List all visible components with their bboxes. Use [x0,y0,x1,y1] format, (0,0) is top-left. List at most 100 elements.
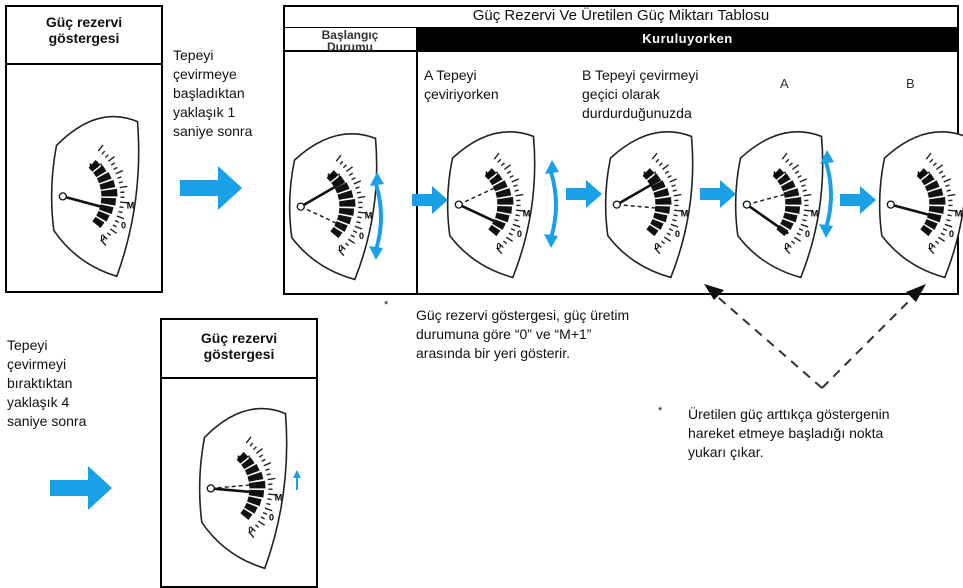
gauge-scale-label: M+1 [773,172,787,179]
label-b-line: B Tepeyi çevirmeyi [582,66,698,85]
label-b-line: durdurduğunuzda [582,104,698,123]
gauge-scale-label: 0 [249,526,254,535]
note2-line: yukarı çıkar. [688,443,958,462]
double-arrow-icon [818,150,842,240]
left-panel-header-divider [5,63,163,65]
gauge-scale-label: M [275,492,283,502]
gauge-scale-label: 0 [517,229,522,239]
note2-text: Üretilen güç arttıkça göstergenin hareke… [688,405,958,462]
left-panel-title-line2: göstergesi [5,30,163,46]
gauge-scale-label: 0 [675,229,680,239]
step2-line: saniye sonra [7,412,117,431]
gauge-tick [515,190,519,191]
big-right-arrow-icon [50,466,120,510]
gauge-scale-label: 0 [339,244,344,253]
gauge-pivot [297,203,304,210]
gauge-tick [947,190,951,191]
note1-line: durumuna göre “0” ve “M+1” [416,325,716,344]
gauge-tick [119,207,123,208]
gauge-scale-label: 0 [269,513,274,523]
step2-line: yaklaşık 4 [7,393,117,412]
note1-asterisk: * [384,299,388,311]
bottom-panel-title: Güç rezervi göstergesi [160,330,318,362]
col-initial-state: Başlangıç Durumu [285,29,415,53]
gauge-scale-label: M [955,209,963,219]
step1-instructions: Tepeyi çevirmeye başladıktan yaklaşık 1 … [173,46,283,141]
gauge-tick [673,215,677,216]
table-title: Güç Rezervi Ve Üretilen Güç Miktarı Tabl… [283,7,959,25]
label-a-line: çeviriyorken [424,85,499,104]
label-b-stopped: B Tepeyi çevirmeyi geçici olarak durdurd… [582,66,698,123]
note1-line: arasında bir yeri gösterir. [416,344,716,363]
big-right-arrow-icon [180,166,250,210]
gauge-tick [803,215,807,216]
gauge-scale-label: 0 [655,242,660,251]
right-arrow-icon [700,180,740,208]
gauge-scale-label: M+1 [89,163,103,170]
gauge-tick [673,190,677,191]
gauge-scale-label: 0 [497,242,502,251]
step1-line: başladıktan [173,84,283,103]
label-a-short: A [780,76,789,91]
note2-line: Üretilen güç arttıkça göstergenin [688,405,958,424]
step1-line: Tepeyi [173,46,283,65]
gauge-scale-label: 0 [359,231,364,241]
label-b-short: B [906,76,915,91]
gauge-scale-label: M+1 [485,172,499,179]
gauge-tick [947,215,951,216]
bottom-panel-title-line1: Güç rezervi [160,330,318,346]
gauge-scale-label: 0 [101,234,106,243]
step2-line: Tepeyi [7,336,117,355]
right-arrow-icon [840,186,880,214]
gauge-scale-label: M [523,209,531,219]
step1-line: çevirmeye [173,65,283,84]
bottom-panel-header-divider [160,377,318,379]
right-arrow-icon [566,180,606,208]
left-panel-title: Güç rezervi göstergesi [5,14,163,46]
gauge-scale-label: 0 [121,221,126,231]
col-initial-line2: Durumu [285,41,415,53]
right-arrow-icon [412,186,452,214]
gauge-tick [515,215,519,216]
gauge-tick [267,499,271,500]
note1-text: Güç rezervi göstergesi, güç üretim durum… [416,306,716,363]
gauge-scale-label: M+1 [327,174,341,181]
gauge-pivot [455,201,462,208]
note1-line: Güç rezervi göstergesi, güç üretim [416,306,716,325]
label-b-line: geçici olarak [582,85,698,104]
gauge-left: M+1M 0 0 [52,108,142,278]
gauge-tick [803,190,807,191]
dashed-pointer-arrows [690,270,960,400]
gauge-pivot [207,485,214,492]
gauge-scale-label: 0 [929,242,934,251]
note2-line: hareket etmeye başladığı nokta [688,424,958,443]
gauge-scale-label: M+1 [917,172,931,179]
gauge-tick [119,182,123,183]
gauge-tick [267,474,271,475]
step2-line: çevirmeyi [7,355,117,374]
step2-instructions: Tepeyi çevirmeyi bıraktıktan yaklaşık 4 … [7,336,117,431]
double-arrow-icon [543,160,567,250]
gauge-scale-label: M [127,200,135,210]
table-column-divider [416,27,418,295]
gauge-scale-label: 0 [949,229,954,239]
gauge-scale-label: 0 [805,229,810,239]
step1-line: yaklaşık 1 [173,103,283,122]
gauge-pivot [743,201,750,208]
step2-line: bıraktıktan [7,374,117,393]
gauge-tick [357,192,361,193]
label-a-line: A Tepeyi [424,66,499,85]
gauge-scale-label: M+1 [237,455,251,462]
gauge-scale-label: 0 [785,242,790,251]
gauge-pivot [59,193,66,200]
gauge-pivot [887,201,894,208]
gauge-scale-label: M+1 [643,172,657,179]
note2-asterisk: * [658,405,662,417]
bottom-panel-title-line2: göstergesi [160,346,318,362]
step1-line: saniye sonra [173,122,283,141]
